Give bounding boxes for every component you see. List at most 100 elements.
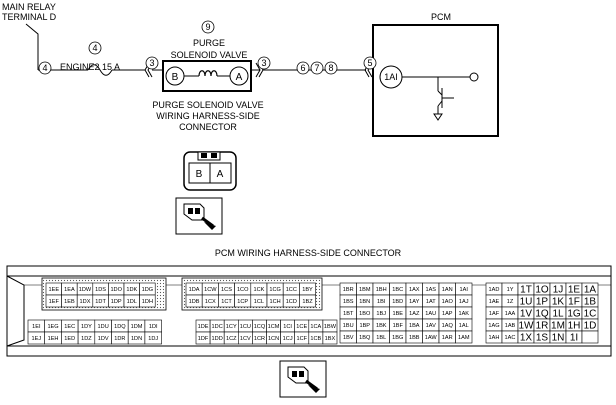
callout-9-text: 9	[205, 22, 210, 32]
pcm-pin-label: 1CC	[286, 287, 297, 293]
pcm-pin-label: 1CQ	[254, 324, 266, 330]
pcm-harness-title: PCM WIRING HARNESS-SIDE CONNECTOR	[215, 248, 402, 258]
solenoid-connector-front: B A	[183, 151, 237, 191]
pcm-pin-label: 1AF	[489, 311, 500, 317]
callout-3-left-text: 3	[149, 58, 154, 68]
callout-3-right-text: 3	[261, 58, 266, 68]
callout-4-top	[88, 41, 102, 55]
pcm-pin-label: 1BL	[376, 335, 386, 341]
pcm-pin-label: 1AI	[384, 72, 398, 82]
pcm-pin-label: 1EA	[64, 287, 75, 293]
pcm-pin-label: 1ED	[64, 336, 75, 342]
pcm-pin-label: 1AW	[425, 335, 438, 341]
pcm-pin-label: 1DN	[131, 336, 142, 342]
pcm-pin-label: 1BH	[376, 287, 387, 293]
pcm-pin-label: 1CD	[286, 299, 297, 305]
callout-7	[310, 61, 324, 75]
pcm-pin-label: 1BU	[343, 323, 354, 329]
pcm-pin-label: 1BY	[302, 287, 313, 293]
pcm-pin-label: 1AJ	[459, 299, 469, 305]
harness-title-line3: CONNECTOR	[179, 122, 237, 132]
callouts: 4 4 3 3 9 6 7 8 5	[38, 20, 377, 75]
pcm-pin-label: 1BB	[409, 335, 420, 341]
pcm-pin-label: 1CG	[269, 287, 281, 293]
solenoid-pin-a-label: A	[236, 72, 243, 83]
pcm-pin-label: 1BM	[359, 287, 371, 293]
pcm-pin-label: 1AI	[460, 287, 469, 293]
pcm-pin-label: 1DX	[80, 299, 91, 305]
pcm-pin-label: 1AB	[505, 323, 516, 329]
pcm-pin-label: 1BF	[393, 323, 404, 329]
pcm-pin-label: 1AK	[458, 311, 469, 317]
pcm-pin-label: 1R	[536, 321, 549, 332]
main-relay-label: MAIN RELAY TERMINAL D	[2, 2, 57, 22]
pcm-title: PCM	[431, 12, 451, 22]
pcm-pin-label: 1BP	[359, 323, 370, 329]
pcm-pin-label: 1AQ	[442, 323, 454, 329]
pcm-pin-label: 1J	[553, 285, 564, 296]
pcm-pin-label: 1BO	[359, 311, 371, 317]
callout-4-top-text: 4	[92, 43, 97, 53]
pcm-pin-label: 1CU	[240, 324, 251, 330]
harness-title-line1: PURGE SOLENOID VALVE	[152, 100, 263, 110]
pcm-pin-label: 1AT	[426, 299, 436, 305]
pcm-pin-label: 1X	[520, 333, 533, 344]
pcm-pin-label: 1BC	[392, 287, 403, 293]
callout-6	[296, 61, 310, 75]
pcm-pin-label: 1F	[568, 297, 580, 308]
pcm-pin-label: 1Y	[507, 287, 514, 293]
pcm-pin-label: 1CZ	[226, 336, 237, 342]
front-pin-a-label: A	[217, 169, 224, 180]
pcm-pin-label: 1AX	[409, 287, 420, 293]
pcm-pin-label: 1B	[584, 297, 597, 308]
pcm-pin-label: 1DW	[79, 287, 92, 293]
pcm-pin-label: 1DP	[111, 299, 122, 305]
pcm-pin-label: 1DS	[95, 287, 106, 293]
front-pin-b-label: B	[196, 169, 203, 180]
pcm-pin-label: 1DM	[131, 324, 143, 330]
pcm-pin-label: 1BZ	[302, 299, 313, 305]
callout-9	[201, 20, 215, 34]
pcm-pin-label: 1CF	[296, 336, 307, 342]
connector-view-icon	[175, 197, 223, 235]
pcm-pin-label: 1DH	[142, 299, 153, 305]
pcm-pin-label: 1DF	[198, 336, 209, 342]
pcm-pin-label: 1AH	[489, 335, 500, 341]
transistor-symbol	[433, 77, 454, 121]
pcm-pin-label: 1P	[536, 297, 549, 308]
pcm-pin-label: 1DZ	[81, 336, 92, 342]
pcm-pin-cell	[581, 330, 599, 344]
pcm-pin-label: 1DE	[198, 324, 209, 330]
pcm-pin-label: 1AY	[409, 299, 419, 305]
connector-view-icon-bottom	[279, 360, 327, 398]
pcm-pin-label: 1CP	[237, 299, 248, 305]
pcm-pin-label: 1I	[570, 333, 578, 344]
pcm-pin-label: 1CI	[283, 324, 292, 330]
pcm-pin-label: 1N	[552, 333, 565, 344]
pcm-pin-label: 1DU	[98, 324, 109, 330]
pcm-pin-label: 1S	[536, 333, 549, 344]
pcm-pin-label: 1BV	[343, 335, 354, 341]
pcm-pin-label: 1AS	[425, 287, 436, 293]
pcm-pin-label: 1DL	[127, 299, 137, 305]
pcm-pin-label: 1DQ	[114, 324, 126, 330]
pcm-pin-label: 1Q	[535, 309, 549, 320]
pcm-pin-label: 1AN	[442, 287, 453, 293]
pcm-pin-label: 1EE	[49, 287, 60, 293]
pcm-pin-label: 1DG	[142, 287, 154, 293]
pcm-pin-cell	[139, 294, 156, 308]
pcm-pin-label: 1BQ	[359, 335, 371, 341]
pcm-pin-label: 1L	[552, 309, 564, 320]
callout-5	[363, 56, 377, 70]
solenoid-title-line2: SOLENOID VALVE	[171, 50, 248, 60]
pcm-pin-label: 1CO	[237, 287, 249, 293]
pcm-pin-label: 1M	[551, 321, 565, 332]
pcm-pin-label: 1BK	[376, 323, 387, 329]
pcm-pin-label: 1AC	[505, 335, 516, 341]
pcm-pin-label: 1BT	[343, 311, 354, 317]
pcm-pin-label: 1DO	[110, 287, 122, 293]
pcm-pin-label: 1CB	[310, 336, 321, 342]
callout-4-left-text: 4	[42, 63, 47, 73]
